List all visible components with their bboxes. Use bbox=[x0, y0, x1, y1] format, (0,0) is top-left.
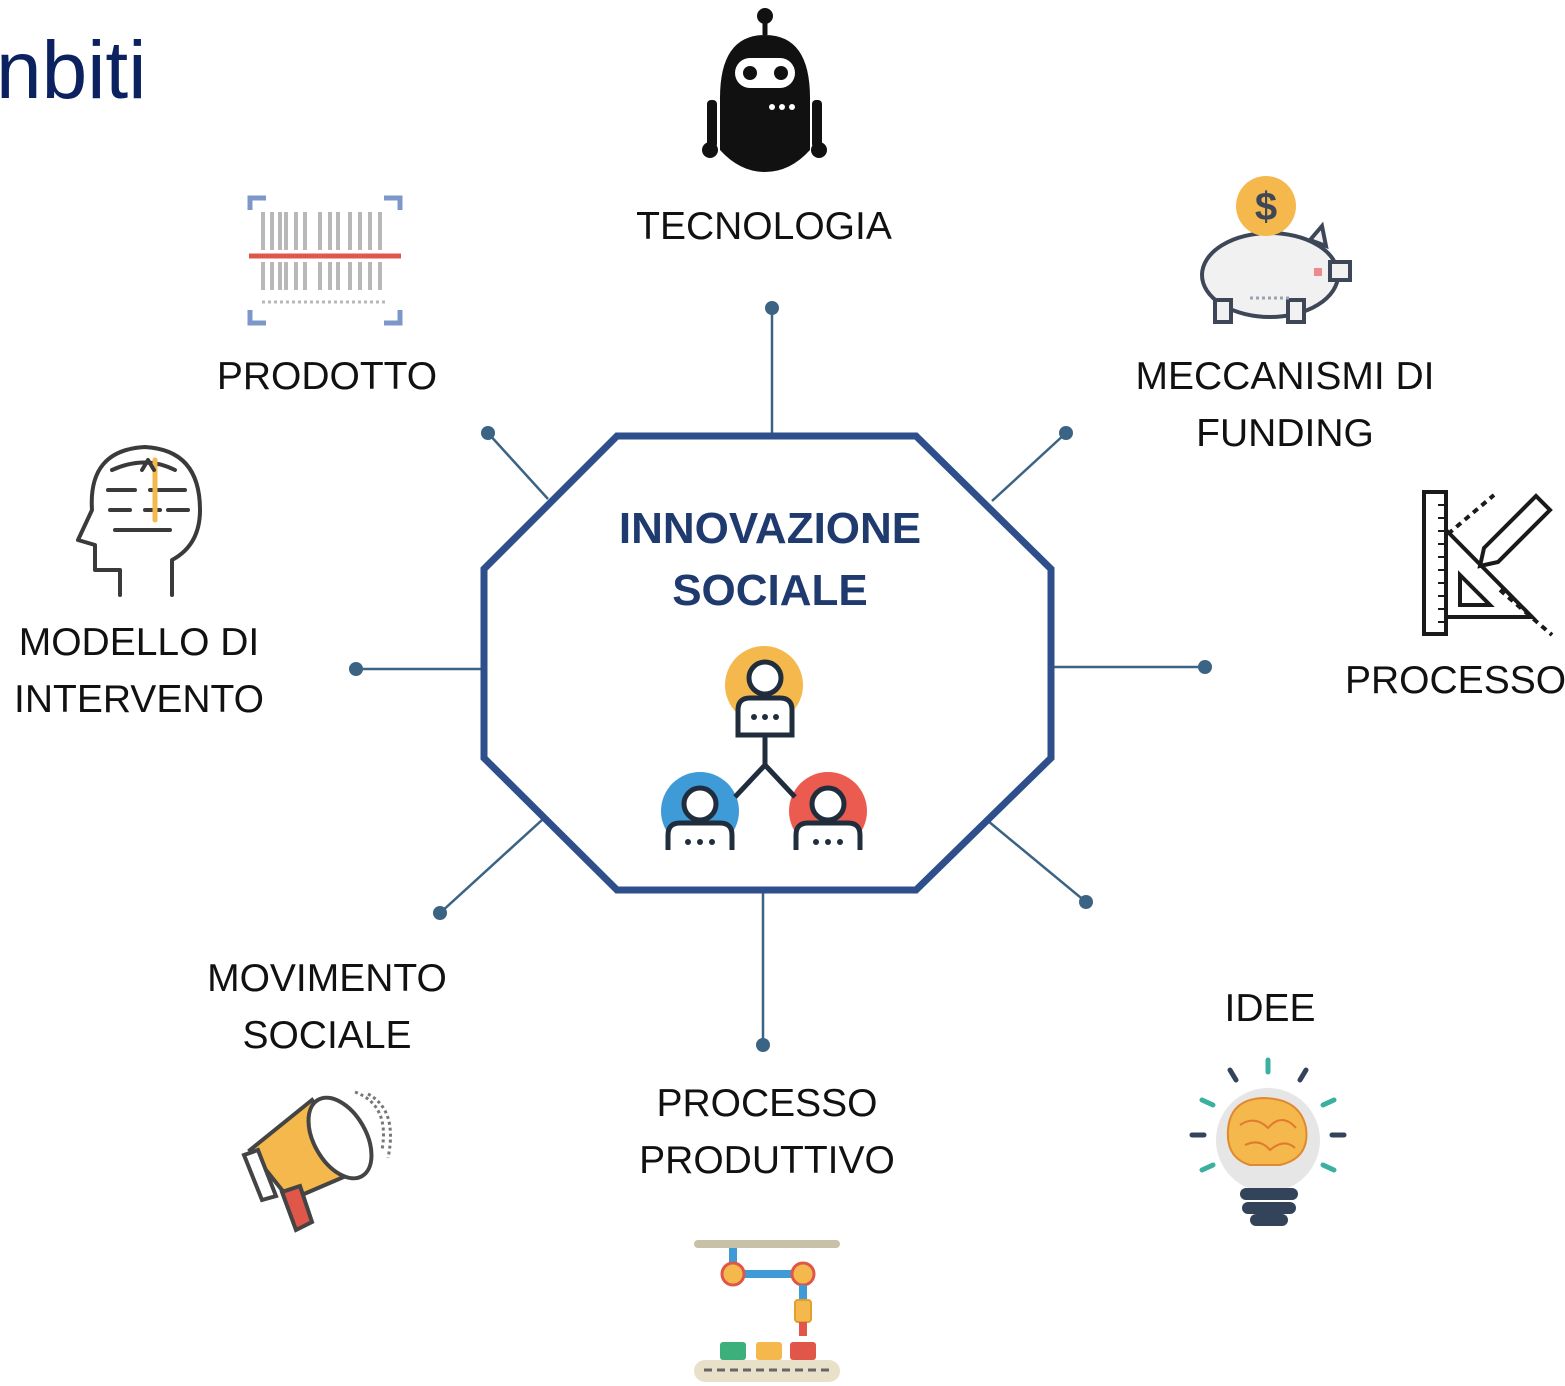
center-title-line-1: INNOVAZIONE bbox=[618, 504, 922, 553]
barcode-icon bbox=[247, 195, 403, 326]
connector-dot-idee bbox=[1079, 895, 1093, 909]
connector-movimento bbox=[439, 819, 543, 914]
assembly-line-icon bbox=[694, 1240, 840, 1382]
label-idee: IDEE bbox=[1224, 987, 1316, 1030]
connector-dot-movimento bbox=[433, 906, 447, 920]
connector-dot-processo bbox=[1198, 660, 1212, 674]
connector-dot-prodotto bbox=[481, 426, 495, 440]
page-title: nbiti bbox=[0, 25, 147, 116]
team-hierarchy-icon bbox=[661, 646, 867, 850]
connector-prodotto bbox=[487, 432, 549, 500]
center-title: INNOVAZIONE SOCIALE bbox=[570, 498, 970, 622]
label-movimento: MOVIMENTO SOCIALE bbox=[207, 957, 447, 1057]
megaphone-icon bbox=[241, 1090, 392, 1233]
lightbulb-brain-icon bbox=[1189, 1057, 1347, 1226]
robot-icon bbox=[702, 8, 827, 172]
piggy-bank-icon: $ bbox=[1200, 176, 1352, 324]
connectors bbox=[349, 301, 1212, 1052]
connector-dot-produttivo bbox=[756, 1038, 770, 1052]
center-title-line-2: SOCIALE bbox=[672, 566, 868, 615]
label-prodotto: PRODOTTO bbox=[216, 355, 438, 398]
connector-dot-funding bbox=[1059, 426, 1073, 440]
head-maze-icon bbox=[76, 445, 202, 597]
ruler-pencil-icon bbox=[1422, 490, 1554, 637]
label-produttivo: PROCESSO PRODUTTIVO bbox=[639, 1082, 895, 1182]
label-processo: PROCESSO bbox=[1345, 659, 1565, 702]
connector-funding bbox=[991, 432, 1067, 502]
connector-idee bbox=[987, 820, 1087, 903]
label-modello: MODELLO DI INTERVENTO bbox=[14, 621, 264, 721]
connector-dot-tecnologia bbox=[765, 301, 779, 315]
label-tecnologia: TECNOLOGIA bbox=[636, 205, 892, 248]
svg-text:$: $ bbox=[1255, 185, 1277, 229]
connector-dot-modello bbox=[349, 662, 363, 676]
label-funding: MECCANISMI DI FUNDING bbox=[1135, 355, 1435, 455]
